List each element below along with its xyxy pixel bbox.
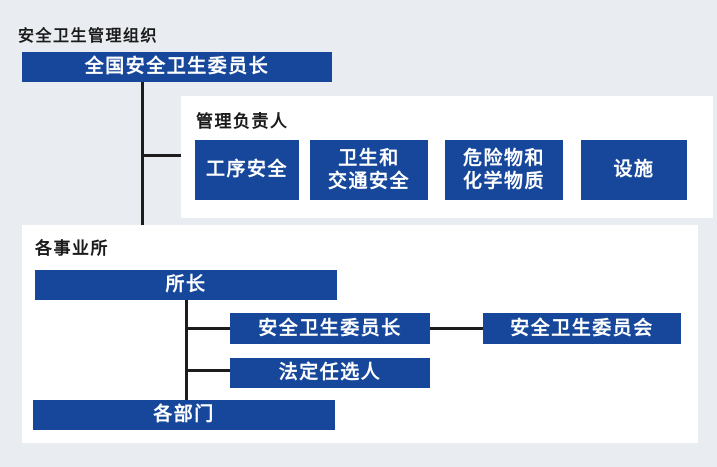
orgbox-national-chair: 全国安全卫生委员长 — [22, 52, 332, 82]
orgbox-statutory-appointee: 法定任选人 — [230, 358, 430, 388]
connector-branch-statutory — [185, 369, 231, 372]
orgbox-facilities: 设施 — [581, 140, 687, 200]
orgbox-safety-health-committee: 安全卫生委员会 — [483, 313, 681, 344]
connector-vertical-main — [141, 82, 144, 225]
orgbox-health-traffic-safety: 卫生和 交通安全 — [310, 140, 428, 200]
orgbox-departments: 各部门 — [33, 400, 335, 430]
sites-panel-header: 各事业所 — [35, 239, 109, 258]
connector-branch-chair — [185, 327, 231, 330]
orgbox-safety-health-chair: 安全卫生委员长 — [230, 313, 430, 344]
page-title: 安全卫生管理组织 — [18, 28, 159, 45]
connector-vertical-director — [185, 300, 188, 400]
orgbox-hazardous-chemicals: 危险物和 化学物质 — [445, 140, 563, 200]
managers-panel: 管理负责人 工序安全 卫生和 交通安全 危险物和 化学物质 设施 — [181, 96, 713, 218]
sites-panel: 各事业所 所长 安全卫生委员长 安全卫生委员会 法定任选人 各部门 — [22, 225, 698, 443]
connector-to-managers-panel — [141, 154, 181, 157]
connector-chair-to-committee — [430, 327, 484, 330]
orgbox-site-director: 所长 — [35, 270, 337, 300]
orgbox-process-safety: 工序安全 — [195, 140, 299, 200]
managers-panel-header: 管理负责人 — [196, 112, 289, 131]
